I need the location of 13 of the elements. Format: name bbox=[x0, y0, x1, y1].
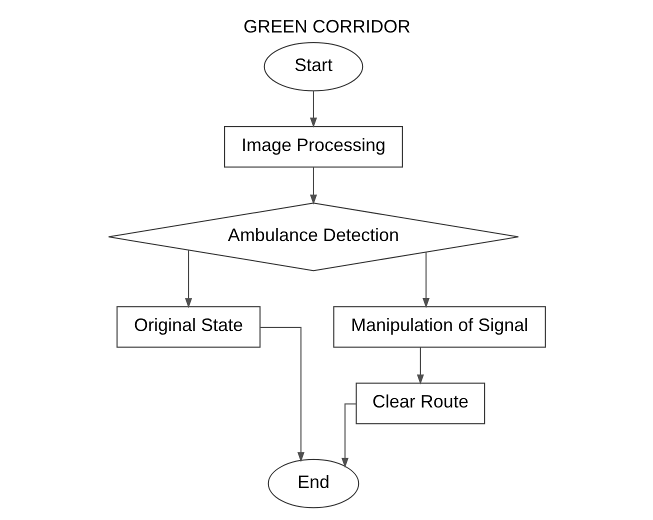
arrow bbox=[184, 250, 192, 308]
node-ellipse: Start bbox=[263, 41, 363, 91]
node-diamond: Ambulance Detection bbox=[108, 202, 518, 271]
node-box: Original State bbox=[116, 306, 260, 348]
arrow bbox=[260, 326, 304, 462]
node-box: Manipulation of Signal bbox=[332, 306, 546, 348]
arrow bbox=[309, 166, 317, 204]
node-box: Clear Route bbox=[355, 382, 485, 424]
arrow bbox=[416, 346, 424, 384]
arrow bbox=[422, 252, 430, 308]
diagram-title: GREEN CORRIDOR bbox=[242, 16, 410, 36]
node-box: Image Processing bbox=[224, 125, 402, 168]
arrow bbox=[309, 90, 317, 128]
